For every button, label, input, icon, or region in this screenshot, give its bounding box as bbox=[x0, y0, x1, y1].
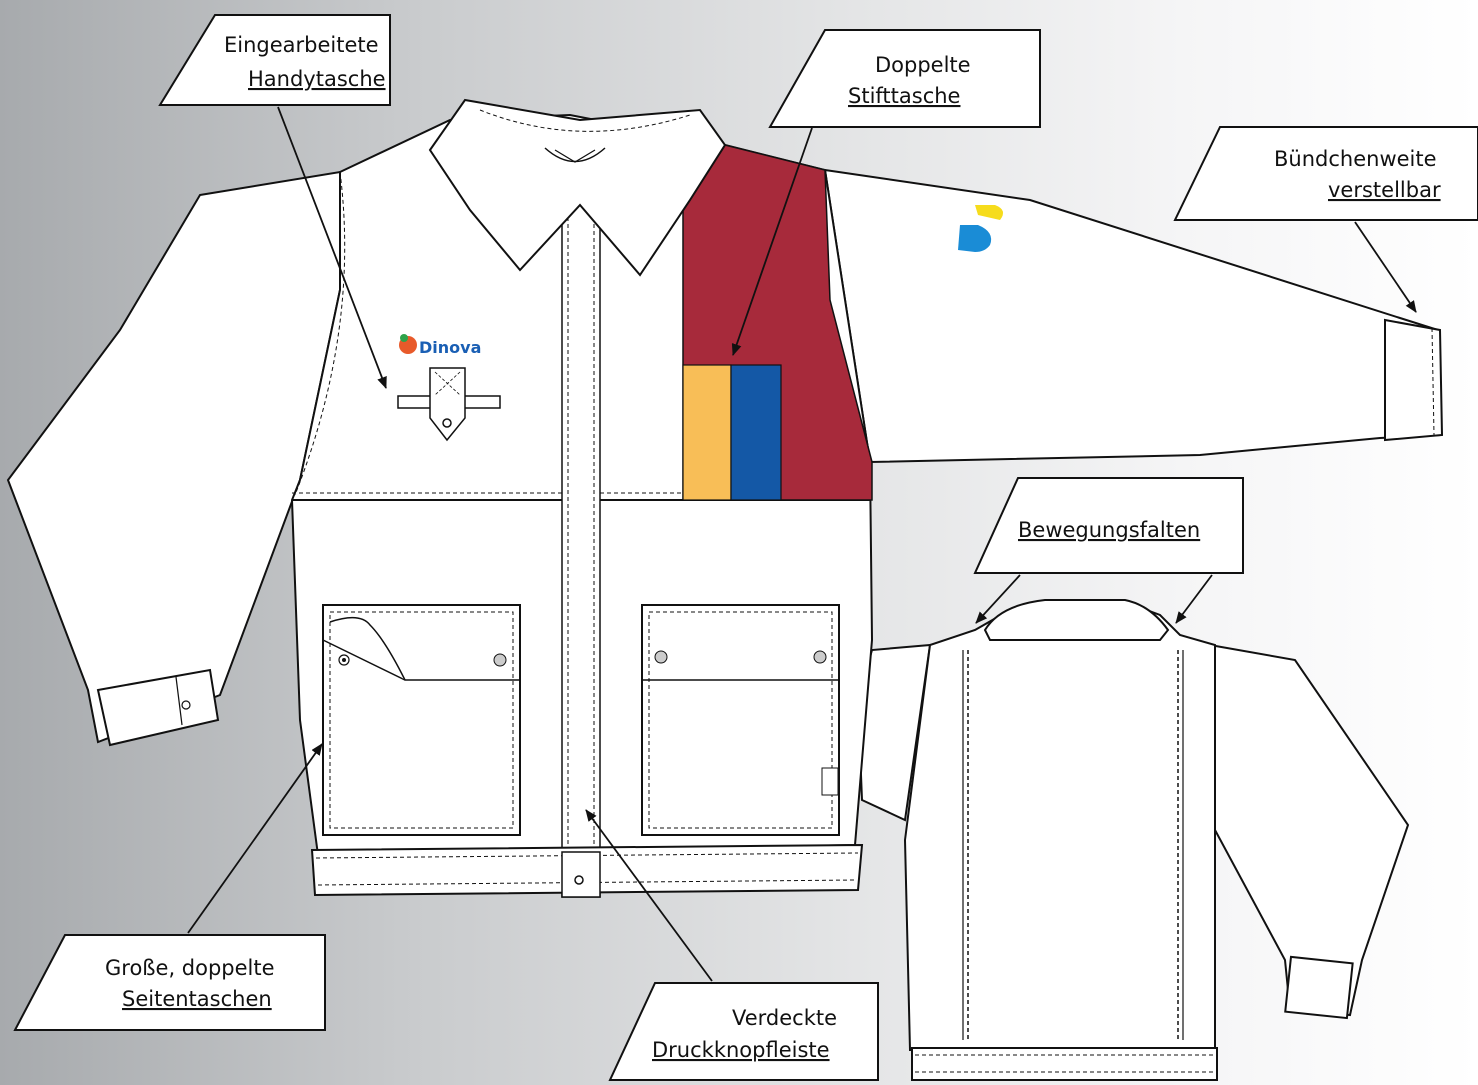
callout-handytasche-line2: Handytasche bbox=[248, 67, 386, 91]
callout-buendchen: Bündchenweite verstellbar bbox=[1173, 126, 1478, 221]
arrow-buendchen bbox=[1354, 221, 1417, 313]
callout-druckknopfleiste-line2: Druckknopfleiste bbox=[652, 1038, 830, 1062]
callout-seitentaschen: Große, doppelte Seitentaschen bbox=[13, 934, 326, 1031]
callout-stifttasche-line1: Doppelte bbox=[875, 53, 971, 77]
arrow-druckknopfleiste bbox=[585, 809, 713, 982]
dinova-logo: Dinova bbox=[399, 334, 481, 357]
pen-pocket-yellow bbox=[682, 364, 732, 501]
arrow-seitentaschen bbox=[187, 743, 323, 934]
back-right-sleeve bbox=[1208, 643, 1410, 1017]
callout-bewegungsfalten: Bewegungsfalten bbox=[973, 477, 1244, 574]
front-jacket: Dinova bbox=[6, 98, 1444, 898]
back-waistband bbox=[911, 1047, 1218, 1081]
callout-bewegungsfalten-line1: Bewegungsfalten bbox=[1018, 518, 1200, 542]
callout-seitentaschen-line2: Seitentaschen bbox=[122, 987, 272, 1011]
collar bbox=[428, 98, 727, 277]
callout-buendchen-line1: Bündchenweite bbox=[1274, 147, 1437, 171]
callout-seitentaschen-line1: Große, doppelte bbox=[105, 956, 275, 980]
left-side-pocket bbox=[322, 604, 521, 836]
arrow-handytasche bbox=[277, 106, 387, 389]
callout-druckknopfleiste: Verdeckte Druckknopfleiste bbox=[608, 982, 879, 1081]
back-body bbox=[903, 601, 1216, 1051]
callout-druckknopfleiste-line1: Verdeckte bbox=[732, 1006, 837, 1030]
dinova-logo-text: Dinova bbox=[419, 338, 481, 357]
callout-handytasche: Eingearbeitete Handytasche bbox=[158, 14, 391, 106]
back-cuff bbox=[1284, 955, 1354, 1020]
left-cuff bbox=[96, 668, 220, 747]
arrow-bewegungsfalten-right bbox=[1175, 574, 1213, 624]
arrow-bewegungsfalten-left bbox=[975, 574, 1021, 624]
phone-pocket bbox=[397, 367, 501, 442]
callout-handytasche-line1: Eingearbeitete bbox=[224, 33, 379, 57]
sleeve-logo-icon bbox=[958, 205, 1004, 252]
back-collar bbox=[983, 599, 1170, 641]
arrow-stifttasche bbox=[731, 127, 813, 356]
callout-stifttasche: Doppelte Stifttasche bbox=[768, 29, 1041, 128]
right-side-pocket bbox=[641, 604, 840, 836]
pen-pocket-blue bbox=[730, 364, 782, 501]
callout-buendchen-line2: verstellbar bbox=[1328, 178, 1441, 202]
left-sleeve bbox=[6, 170, 341, 744]
callout-stifttasche-line2: Stifttasche bbox=[848, 84, 960, 108]
right-cuff bbox=[1384, 318, 1444, 442]
back-view-jacket bbox=[856, 599, 1410, 1081]
